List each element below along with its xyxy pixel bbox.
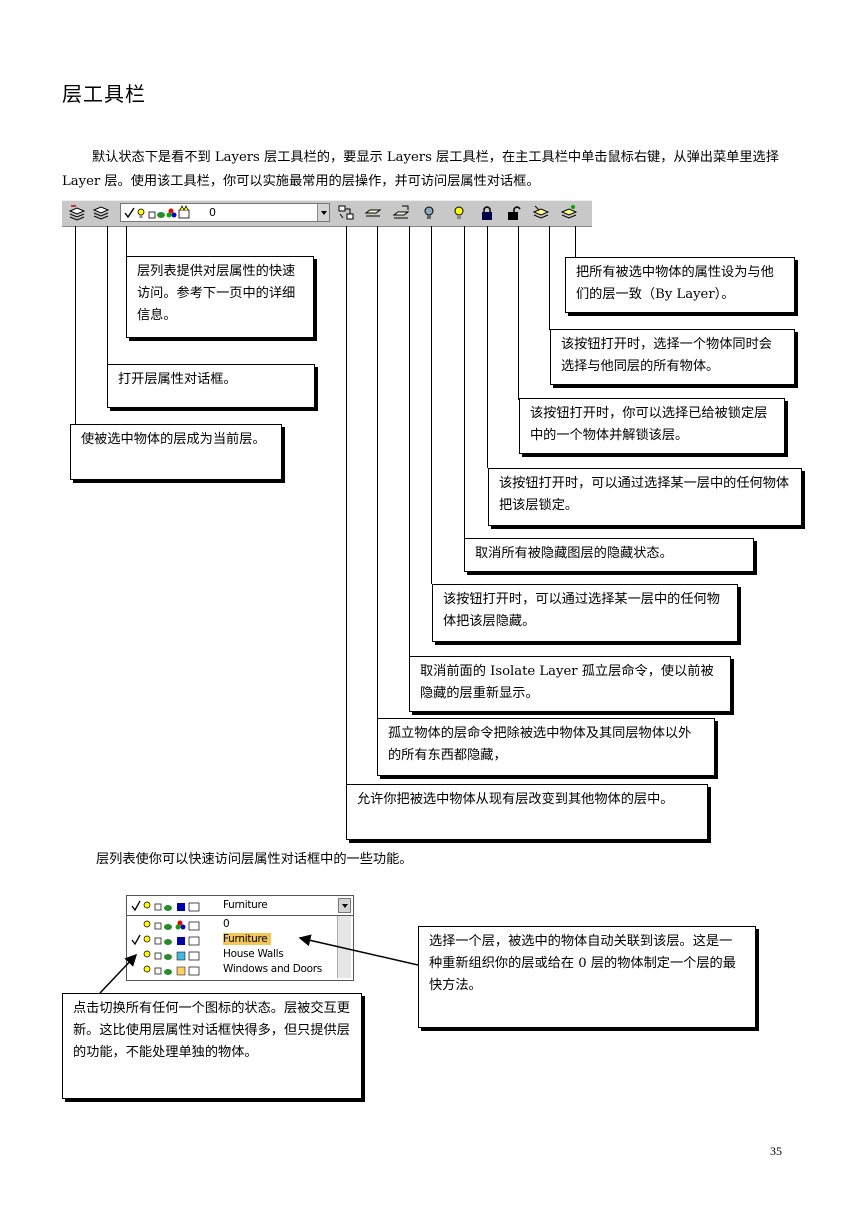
leader-line: [409, 226, 410, 656]
change-layer-icon[interactable]: [337, 204, 355, 222]
layer-name: Furniture: [223, 933, 272, 945]
callout-lock: 该按钮打开时，可以通过选择某一层中的任何物体把该层锁定。: [488, 468, 802, 526]
page-title: 层工具栏: [62, 82, 146, 106]
callout-layer-list: 层列表提供对层属性的快速访问。参考下一页中的详细信息。: [126, 256, 314, 338]
isolate-layer-icon[interactable]: [364, 204, 382, 222]
layer-properties-icon[interactable]: [92, 204, 110, 222]
leader-line: [431, 226, 432, 584]
layers-toolbar: 0: [62, 200, 592, 227]
layer-list-dropdown[interactable]: 0: [120, 203, 330, 222]
intro-paragraph: 默认状态下是看不到 Layers 层工具栏的，要显示 Layers 层工具栏，在…: [62, 150, 779, 189]
layer-row-selected[interactable]: Furniture: [131, 933, 337, 948]
leader-line: [549, 226, 550, 330]
layer-list-caption: 层列表使你可以快速访问层属性对话框中的一些功能。: [96, 852, 413, 867]
leader-line: [464, 226, 465, 538]
callout-layer-dialog: 打开层属性对话框。: [107, 364, 315, 408]
leader-line: [377, 226, 378, 718]
leader-line: [107, 226, 108, 364]
select-by-layer-hide-icon[interactable]: [420, 204, 438, 222]
current-layer-name: 0: [209, 206, 216, 219]
callout-unisolate: 取消前面的 Isolate Layer 孤立层命令，使以前被隐藏的层重新显示。: [409, 656, 731, 712]
unisolate-layer-icon[interactable]: [392, 204, 410, 222]
callout-change-layer: 允许你把被选中物体从现有层改变到其他物体的层中。: [346, 784, 708, 840]
chevron-down-icon[interactable]: [338, 898, 351, 913]
leader-line: [575, 226, 576, 258]
callout-isolate: 孤立物体的层命令把除被选中物体及其同层物体以外的所有东西都隐藏，: [377, 718, 715, 776]
layer-list-header-name: Furniture: [223, 899, 268, 911]
layer-state-icons: [131, 900, 200, 912]
layer-name: 0: [223, 918, 230, 930]
page-number: 35: [770, 1144, 782, 1158]
callout-hide: 该按钮打开时，可以通过选择某一层中的任何物体把该层隐藏。: [432, 584, 738, 642]
callout-unhide-all: 取消所有被隐藏图层的隐藏状态。: [464, 538, 754, 572]
callout-select-layer-list: 选择一个层，被选中的物体自动关联到该层。这是一种重新组织你的层或给在 0 层的物…: [418, 926, 756, 1028]
layer-state-icons: [124, 205, 190, 219]
set-current-layer-icon[interactable]: [68, 204, 86, 222]
unhide-all-icon[interactable]: [450, 204, 468, 222]
leader-line: [126, 226, 127, 256]
layer-list-header[interactable]: Furniture: [131, 899, 337, 914]
select-layer-icon[interactable]: [532, 204, 550, 222]
layer-state-icons[interactable]: [131, 948, 221, 962]
layer-row[interactable]: 0: [131, 918, 337, 933]
leader-line: [487, 226, 488, 468]
callout-toggle-icons: 点击切换所有任何一个图标的状态。层被交互更新。这比使用层属性对话框快得多，但只提…: [62, 993, 362, 1099]
layer-state-icons[interactable]: [131, 933, 221, 947]
scrollbar[interactable]: [337, 916, 351, 978]
chevron-down-icon[interactable]: [317, 204, 329, 221]
layer-name: Windows and Doors: [223, 963, 322, 975]
callout-select-layer: 该按钮打开时，选择一个物体同时会选择与他同层的所有物体。: [550, 329, 795, 385]
unlock-icon[interactable]: [505, 204, 523, 222]
layer-row[interactable]: Windows and Doors: [131, 963, 337, 978]
layer-state-icons[interactable]: [131, 918, 221, 932]
by-layer-icon[interactable]: [560, 204, 578, 222]
lock-icon[interactable]: [478, 204, 496, 222]
leader-line: [518, 226, 519, 400]
layer-list-panel[interactable]: Furniture 0 Furniture House Walls Window…: [126, 895, 354, 981]
callout-by-layer: 把所有被选中物体的属性设为与他们的层一致（By Layer）。: [565, 257, 795, 313]
callout-set-current: 使被选中物体的层成为当前层。: [70, 424, 282, 480]
layer-state-icons[interactable]: [131, 963, 221, 977]
layer-row[interactable]: House Walls: [131, 948, 337, 963]
leader-line: [75, 226, 76, 424]
layer-name: House Walls: [223, 948, 284, 960]
callout-unlock: 该按钮打开时，你可以选择已给被锁定层中的一个物体并解锁该层。: [519, 398, 785, 454]
leader-line: [346, 226, 347, 784]
